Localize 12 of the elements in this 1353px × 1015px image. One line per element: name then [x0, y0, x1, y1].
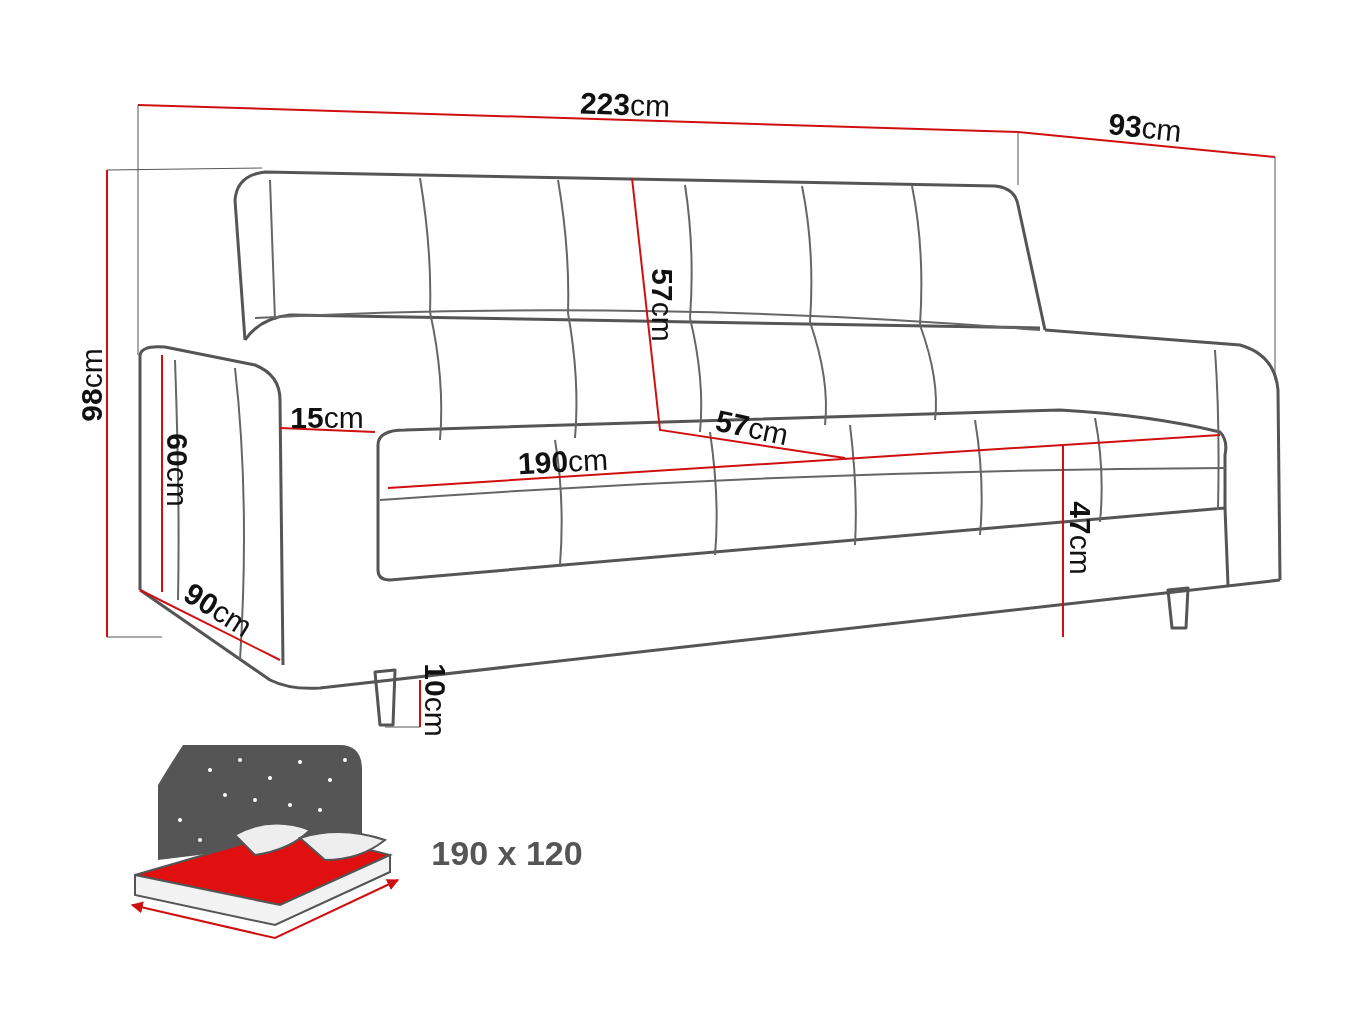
dimension-label: 57cm: [647, 268, 677, 342]
bed-size-label: 190 x 120: [431, 836, 583, 870]
dimension-label: 57cm: [713, 405, 791, 451]
dimension-label: 190cm: [517, 444, 609, 480]
dimension-label: 90cm: [178, 577, 258, 643]
dimension-label: 15cm: [290, 403, 364, 433]
dimension-label: 98cm: [77, 348, 107, 422]
dimension-label: 47cm: [1065, 501, 1095, 575]
dimension-label: 10cm: [420, 663, 450, 737]
dimension-label: 60cm: [162, 433, 192, 507]
dimension-label: 223cm: [579, 88, 671, 122]
dimension-label: 93cm: [1106, 109, 1184, 147]
